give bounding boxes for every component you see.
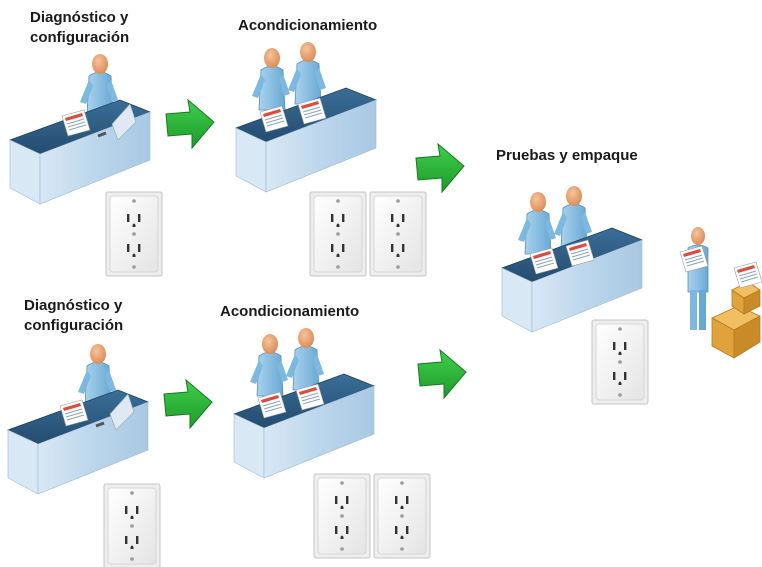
person-icon: [249, 333, 289, 397]
outlet-icon: [369, 191, 427, 277]
arrow-icon: [417, 349, 467, 399]
person-icon: [287, 41, 327, 105]
laptop-icon: [109, 393, 135, 431]
arrow-icon: [165, 99, 215, 149]
outlet-icon: [313, 473, 371, 559]
box-icon: [711, 261, 762, 359]
stage-label-diagnostico-2: Diagnóstico y configuración: [24, 297, 124, 334]
outlet-icon: [103, 483, 161, 567]
outlet-icon: [105, 191, 163, 277]
arrow-icon: [163, 379, 213, 429]
workstation-acondicionamiento-1: [235, 41, 377, 193]
workstation-acondicionamiento-2: [233, 327, 375, 479]
workstation-diagnostico-2: [7, 343, 149, 495]
laptop-icon: [111, 103, 137, 141]
outlet-icon: [309, 191, 367, 277]
stage-label-acondicionamiento-1: Acondicionamiento: [238, 17, 378, 34]
outlet-icon: [373, 473, 431, 559]
outlet-icon: [591, 319, 649, 405]
stage-label-pruebas: Pruebas y empaque: [496, 147, 638, 164]
workstation-pruebas: [501, 185, 643, 333]
person-icon: [285, 327, 325, 391]
person-icon: [517, 191, 557, 255]
workstation-icon: [501, 227, 643, 333]
workstation-diagnostico-1: [9, 53, 151, 205]
person-icon: [251, 47, 291, 111]
stage-label-diagnostico-1: Diagnóstico y configuración: [30, 9, 130, 46]
arrow-icon: [415, 143, 465, 193]
person-icon: [691, 227, 705, 245]
packer-figure: [679, 227, 709, 330]
stage-label-acondicionamiento-2: Acondicionamiento: [220, 303, 360, 320]
